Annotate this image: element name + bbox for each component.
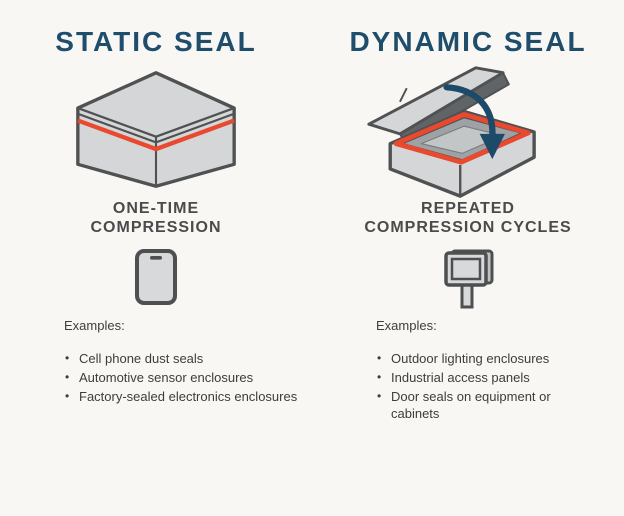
list-item: Outdoor lighting enclosures [376, 350, 576, 367]
static-examples-block: Examples: Cell phone dust seals Automoti… [64, 318, 316, 407]
dynamic-example-icon-area [312, 247, 624, 311]
open-box-seal-icon [367, 65, 536, 198]
static-example-icon-area [0, 247, 312, 311]
static-seal-title: STATIC SEAL [55, 26, 257, 57]
list-item: Cell phone dust seals [64, 350, 316, 367]
dynamic-examples-block: Examples: Outdoor lighting enclosures In… [376, 318, 576, 424]
examples-heading: Examples: [376, 318, 437, 333]
seal-gasket-ring [393, 111, 531, 165]
static-seal-illustration [0, 60, 312, 200]
subtitle-line-1: REPEATED [421, 200, 515, 217]
list-item: Automotive sensor enclosures [64, 369, 316, 386]
subtitle-line-2: COMPRESSION CYCLES [364, 219, 572, 236]
subtitle-line-2: COMPRESSION [90, 219, 222, 236]
list-item: Industrial access panels [376, 369, 576, 386]
static-seal-column: STATIC SEAL ONE-TIME COMPRESSION Example… [0, 0, 312, 516]
dynamic-seal-title: DYNAMIC SEAL [349, 26, 587, 57]
examples-heading: Examples: [64, 318, 125, 333]
list-item: Door seals on equipment or cabinets [376, 388, 576, 422]
static-seal-subtitle: ONE-TIME COMPRESSION [0, 199, 312, 237]
seal-gasket-line [77, 118, 235, 152]
list-item: Factory-sealed electronics enclosures [64, 388, 316, 405]
dynamic-seal-illustration [312, 60, 624, 200]
dynamic-examples-list: Outdoor lighting enclosures Industrial a… [376, 350, 576, 422]
dynamic-seal-column: DYNAMIC SEAL [312, 0, 624, 516]
subtitle-line-1: ONE-TIME [112, 200, 200, 217]
closing-arrow-icon [443, 83, 505, 159]
cell-phone-icon [135, 249, 177, 305]
dynamic-seal-subtitle: REPEATED COMPRESSION CYCLES [312, 199, 624, 237]
closed-box-seal-icon [76, 71, 236, 188]
outdoor-light-panel-icon [444, 249, 494, 309]
static-examples-list: Cell phone dust seals Automotive sensor … [64, 350, 316, 405]
